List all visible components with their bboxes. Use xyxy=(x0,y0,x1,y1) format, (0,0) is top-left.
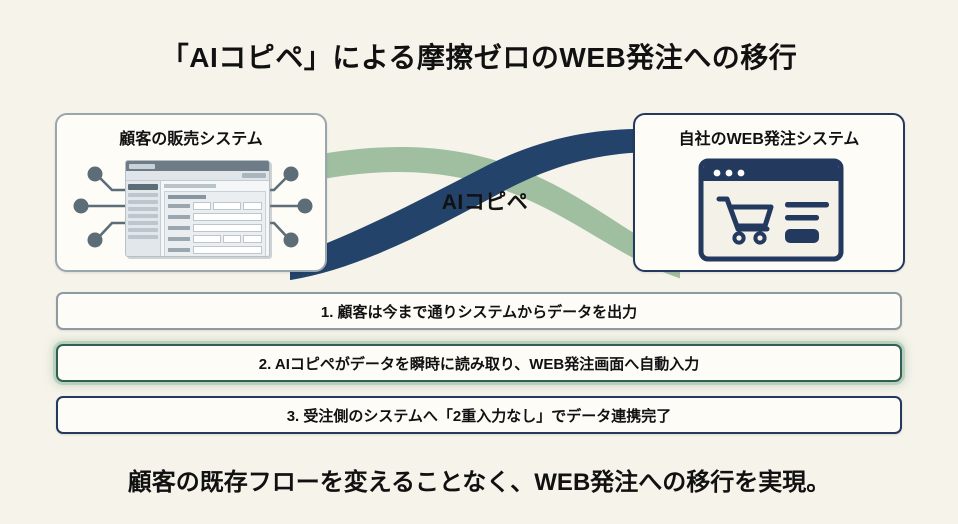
target-system-title: 自社のWEB発注システム xyxy=(678,131,860,148)
screenshot-toolbar-button xyxy=(242,173,266,178)
cart-wheel-icon xyxy=(732,231,746,245)
screenshot-field-label xyxy=(168,226,190,230)
web-order-browser-icon xyxy=(698,158,844,262)
screenshot-form-row xyxy=(168,213,262,221)
screenshot-title-text xyxy=(129,163,155,169)
source-system-card: 顧客の販売システム xyxy=(55,113,327,272)
step-label: 3. 受注側のシステムへ「2重入力なし」でデータ連携完了 xyxy=(286,407,672,425)
screenshot-panel-heading xyxy=(168,195,206,199)
steps-list: 1. 顧客は今まで通りシステムからデータを出力 2. AIコピペがデータを瞬時に… xyxy=(56,292,902,434)
browser-dot-icon xyxy=(737,169,745,177)
screenshot-titlebar xyxy=(126,161,269,171)
screenshot-nav-header xyxy=(128,184,158,190)
browser-dot-icon xyxy=(713,169,721,177)
screenshot-body xyxy=(126,181,269,256)
browser-dot-icon xyxy=(725,169,733,177)
screenshot-form-row xyxy=(168,246,262,254)
screenshot-nav-item xyxy=(128,193,158,197)
screenshot-field-input xyxy=(213,202,241,210)
screenshot-field-input xyxy=(243,202,262,210)
footer-tagline: 顧客の既存フローを変えることなく、WEB発注への移行を実現。 xyxy=(127,469,831,496)
screenshot-field-input xyxy=(193,202,211,210)
screenshot-nav-item xyxy=(128,228,158,232)
source-system-artwork xyxy=(57,153,329,268)
shopping-cart-icon xyxy=(716,196,774,232)
screenshot-nav-item xyxy=(128,235,158,239)
connector-label: AIコピペ xyxy=(441,191,529,214)
step-label: 1. 顧客は今まで通りシステムからデータを出力 xyxy=(320,303,638,321)
cart-wheel-icon xyxy=(753,231,767,245)
screenshot-field-label xyxy=(168,248,190,252)
screenshot-form-row xyxy=(168,235,262,243)
target-system-card: 自社のWEB発注システム xyxy=(633,113,905,272)
screenshot-nav-item xyxy=(128,221,158,225)
screenshot-field-label xyxy=(168,237,190,241)
screenshot-breadcrumb xyxy=(164,184,216,188)
screenshot-field-input xyxy=(223,235,241,243)
step-item-3[interactable]: 3. 受注側のシステムへ「2重入力なし」でデータ連携完了 xyxy=(56,396,902,434)
browser-titlebar xyxy=(703,163,839,181)
screenshot-main-panel xyxy=(161,181,269,256)
order-button-shape xyxy=(785,229,819,243)
screenshot-form-panel xyxy=(164,191,266,256)
ai-copy-paste-weave xyxy=(290,128,680,281)
screenshot-sidebar xyxy=(126,181,161,256)
screenshot-field-input xyxy=(193,224,262,232)
source-system-title: 顧客の販売システム xyxy=(119,131,263,148)
diagram-band: AIコピペ 顧客の販売システム xyxy=(0,113,958,281)
screenshot-nav-item xyxy=(128,200,158,204)
screenshot-nav-item xyxy=(128,207,158,211)
target-system-artwork xyxy=(635,155,907,267)
ribbon-navy xyxy=(290,128,680,281)
step-item-2[interactable]: 2. AIコピペがデータを瞬時に読み取り、WEB発注画面へ自動入力 xyxy=(56,344,902,382)
screenshot-field-label xyxy=(168,204,190,208)
screenshot-form-row xyxy=(168,202,262,210)
step-label: 2. AIコピペがデータを瞬時に読み取り、WEB発注画面へ自動入力 xyxy=(258,355,700,373)
screenshot-field-input xyxy=(193,235,221,243)
content-line xyxy=(785,215,819,221)
screenshot-nav-item xyxy=(128,214,158,218)
screenshot-field-label xyxy=(168,215,190,219)
screenshot-toolbar xyxy=(126,171,269,181)
screenshot-field-input xyxy=(243,235,262,243)
screenshot-field-input xyxy=(193,246,262,254)
step-item-1[interactable]: 1. 顧客は今まで通りシステムからデータを出力 xyxy=(56,292,902,330)
screenshot-field-input xyxy=(193,213,262,221)
screenshot-form-row xyxy=(168,224,262,232)
page-title: 「AIコピペ」による摩擦ゼロのWEB発注への移行 xyxy=(160,42,798,73)
content-line xyxy=(785,202,829,208)
sales-system-screenshot xyxy=(125,160,270,257)
